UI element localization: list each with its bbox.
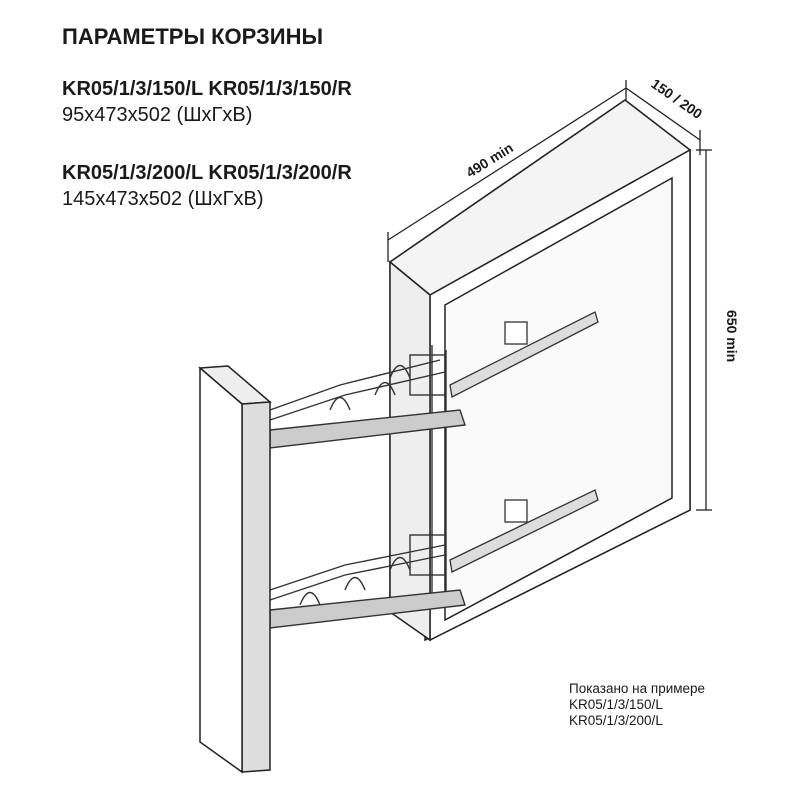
depth-label: 490 min [463, 139, 516, 180]
width-label: 150 / 200 [648, 75, 705, 122]
size-150: 95x473x502 (ШxГxВ) [62, 104, 253, 126]
size-200: 145x473x502 (ШxГxВ) [62, 188, 264, 210]
basket-frame [269, 345, 466, 629]
model-codes-200: KR05/1/3/200/L KR05/1/3/200/R [62, 162, 352, 184]
front-panel [198, 365, 272, 774]
cabinet [388, 99, 692, 642]
note-line: KR05/1/3/200/L [569, 713, 663, 728]
note-line: Показано на примере [569, 681, 706, 696]
height-label: 650 min [724, 310, 740, 362]
page-title: ПАРАМЕТРЫ КОРЗИНЫ [62, 24, 324, 49]
depth-dimension-line [387, 80, 627, 262]
height-dimension-line [696, 149, 712, 511]
note-line: KR05/1/3/150/L [569, 697, 663, 712]
model-codes-150: KR05/1/3/150/L KR05/1/3/150/R [62, 78, 352, 100]
drawer-rails [449, 311, 599, 573]
width-dimension-line [625, 87, 701, 155]
example-note: Показано на примере KR05/1/3/150/L KR05/… [569, 681, 705, 729]
